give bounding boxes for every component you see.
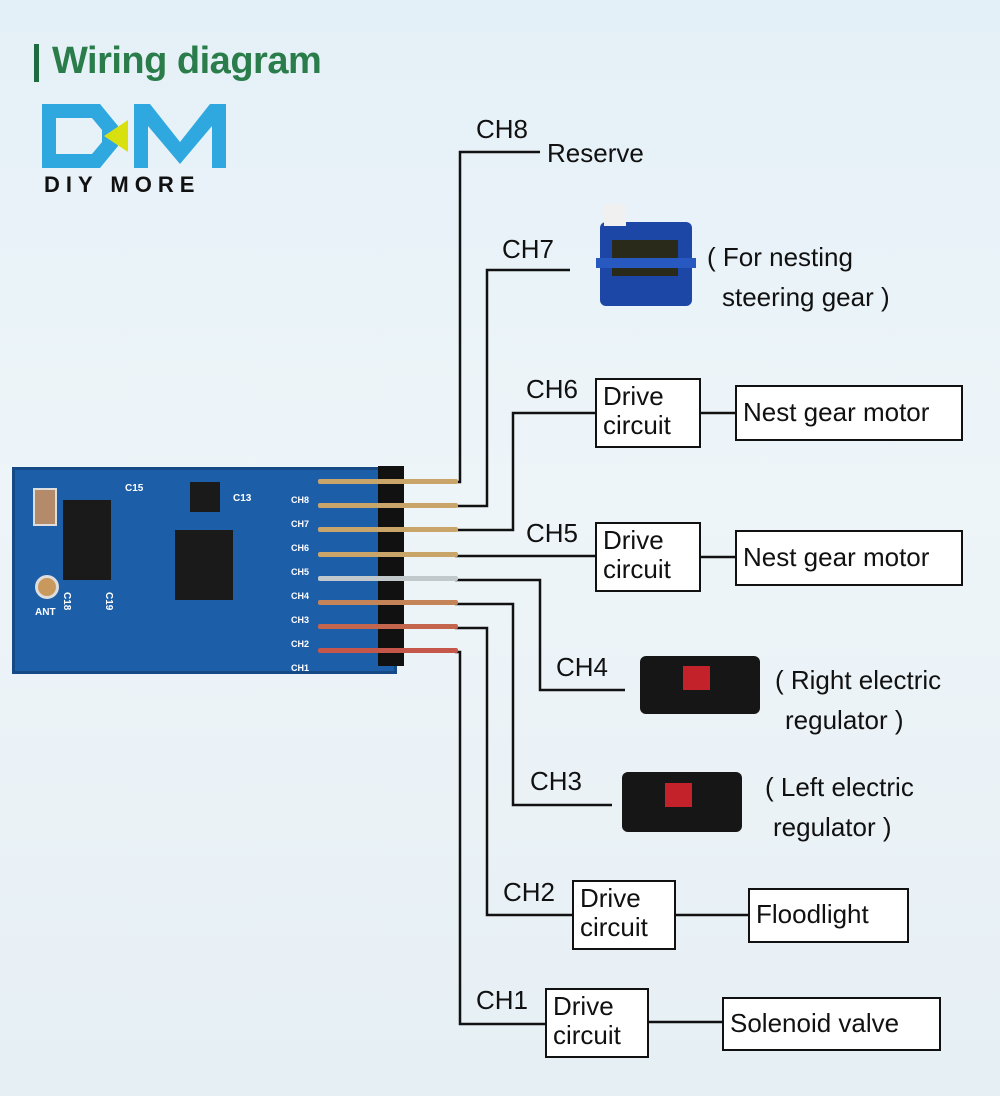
pcb-label-c15: C15 — [125, 483, 144, 494]
drive-line2: circuit — [603, 554, 671, 584]
wire-ch1 — [455, 650, 545, 1026]
pcb-label-ch2: CH2 — [291, 639, 310, 649]
ch1-label: CH1 — [476, 985, 529, 1015]
wire-ch4 — [455, 578, 625, 692]
pcb-channel-labels: CH8 CH7 CH6 CH5 CH4 CH3 CH2 CH1 — [291, 488, 311, 680]
drive-line1: Drive — [603, 525, 664, 555]
ch5-drive-circuit: Drive circuit — [595, 522, 701, 592]
wire-ch7 — [455, 268, 570, 508]
ch6-label: CH6 — [526, 374, 579, 404]
ch3-label: CH3 — [530, 766, 583, 796]
ch6-drive-circuit: Drive circuit — [595, 378, 701, 448]
ch1-device: Solenoid valve — [722, 997, 941, 1051]
pcb-label-ch4: CH4 — [291, 591, 310, 601]
receiver-pcb: ANT C15 C13 C18 C19 CH8 CH7 CH6 CH5 CH4 … — [12, 467, 397, 674]
servo-motor-icon — [596, 204, 696, 306]
pcb-label-ch8: CH8 — [291, 495, 310, 505]
ch5-label: CH5 — [526, 518, 579, 548]
mcu-chip — [175, 530, 233, 600]
esc-icon — [640, 656, 760, 714]
pcb-label-ch3: CH3 — [291, 615, 310, 625]
pcb-label-c18: C18 — [61, 592, 72, 611]
ch7-target-line1: ( For nesting — [707, 242, 853, 272]
pin-header — [378, 466, 404, 666]
title-accent-bar — [34, 44, 39, 82]
drive-line1: Drive — [603, 381, 664, 411]
wire-ch2 — [455, 626, 572, 917]
diymore-logo — [42, 104, 226, 168]
wire-ch8 — [455, 150, 540, 484]
ch3-target-line2: regulator ) — [773, 812, 892, 842]
drive-line1: Drive — [553, 991, 614, 1021]
ch4-target-line2: regulator ) — [785, 705, 904, 735]
wire-ch6 — [455, 411, 595, 532]
ch3-target-line1: ( Left electric — [765, 772, 914, 802]
ch2-label: CH2 — [503, 877, 556, 907]
crystal — [33, 488, 57, 526]
pcb-label-ant: ANT — [35, 607, 56, 618]
ch5-device: Nest gear motor — [735, 530, 963, 586]
ch2-device: Floodlight — [748, 888, 909, 943]
ch4-target-line1: ( Right electric — [775, 665, 942, 695]
antenna-connector — [35, 575, 59, 599]
ch4-label: CH4 — [556, 652, 609, 682]
drive-line2: circuit — [553, 1020, 621, 1050]
pcb-label-ch7: CH7 — [291, 519, 310, 529]
chip — [190, 482, 220, 512]
wire-ch3 — [455, 602, 612, 807]
pcb-label-ch5: CH5 — [291, 567, 310, 577]
ch7-label: CH7 — [502, 234, 555, 264]
drive-line2: circuit — [580, 912, 648, 942]
ch7-target-line2: steering gear ) — [722, 282, 890, 312]
pcb-label-ch6: CH6 — [291, 543, 310, 553]
ch8-target: Reserve — [547, 138, 644, 168]
chip — [63, 500, 111, 580]
page-title: Wiring diagram — [52, 40, 322, 82]
drive-line1: Drive — [580, 883, 641, 913]
esc-icon — [622, 772, 742, 832]
logo-text: DIY MORE — [44, 172, 201, 197]
pcb-label-c13: C13 — [233, 493, 252, 504]
drive-line2: circuit — [603, 410, 671, 440]
ch8-label: CH8 — [476, 114, 529, 144]
ch1-drive-circuit: Drive circuit — [545, 988, 649, 1058]
pcb-label-ch1: CH1 — [291, 663, 310, 673]
ch6-device: Nest gear motor — [735, 385, 963, 441]
pcb-label-c19: C19 — [103, 592, 114, 611]
ch2-drive-circuit: Drive circuit — [572, 880, 676, 950]
